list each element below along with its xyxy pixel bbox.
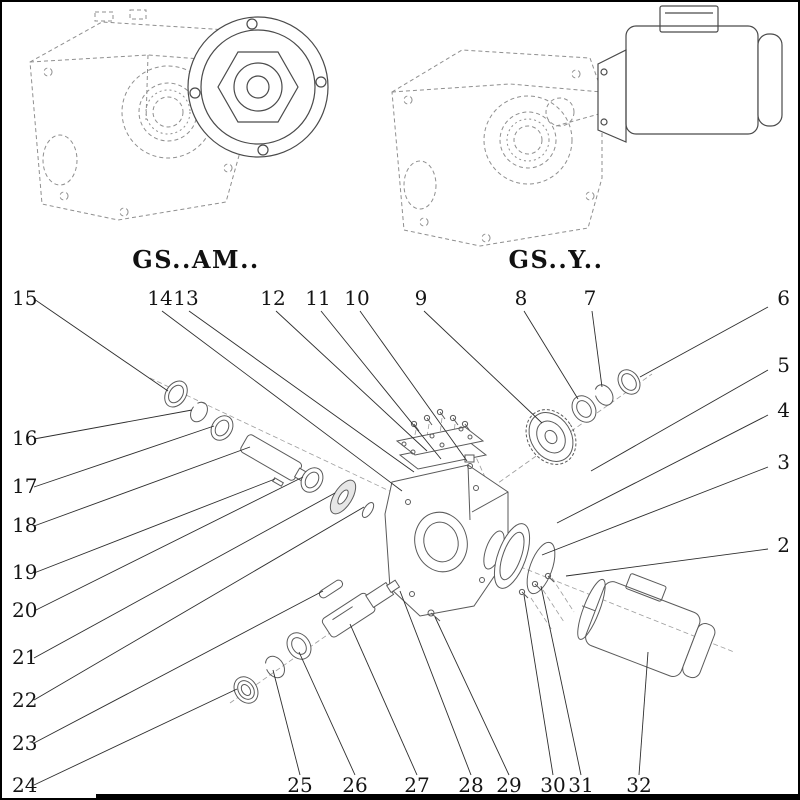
- leader-line-10: [359, 310, 468, 462]
- callout-2: 2: [777, 533, 790, 557]
- leader-line-4: [556, 414, 769, 524]
- callout-20: 20: [12, 598, 37, 622]
- bottom-edge-bar: [96, 794, 800, 800]
- o-ring-large: [526, 541, 556, 595]
- circlip-input: [190, 401, 208, 423]
- callout-29: 29: [496, 773, 521, 797]
- housing-cover-plate: [395, 426, 485, 456]
- leader-line-24: [33, 688, 238, 786]
- shaft-key: [318, 579, 344, 599]
- callout-15: 15: [12, 286, 37, 310]
- leader-line-31: [540, 585, 582, 776]
- leader-line-8: [523, 310, 579, 400]
- helical-gear: [525, 409, 577, 465]
- oil-seal-shaft: [233, 676, 259, 704]
- leader-line-9: [423, 310, 543, 424]
- output-shaft: [321, 579, 401, 638]
- callout-7: 7: [584, 286, 597, 310]
- leader-line-2: [565, 548, 769, 577]
- leader-line-19: [33, 478, 276, 574]
- bearing-input-front: [210, 415, 234, 441]
- leader-line-12: [275, 310, 428, 452]
- electric-motor: [577, 573, 716, 679]
- callout-30: 30: [540, 773, 565, 797]
- leader-line-6: [639, 306, 769, 378]
- leader-line-15: [33, 298, 169, 392]
- o-ring-small: [361, 501, 375, 519]
- leader-line-25: [272, 669, 301, 776]
- leader-line-28: [399, 590, 472, 776]
- leader-line-23: [33, 590, 324, 744]
- callout-24: 24: [12, 773, 37, 797]
- callout-3: 3: [777, 450, 790, 474]
- leader-line-27: [349, 623, 418, 776]
- motor-adapter-flange: [493, 523, 531, 589]
- circlip-output: [594, 384, 614, 406]
- leader-line-21: [33, 492, 336, 659]
- gs-am-output-flange: [187, 16, 329, 158]
- callout-16: 16: [12, 426, 37, 450]
- leader-line-3: [541, 466, 769, 556]
- bearing-input-rear: [300, 467, 324, 493]
- callout-27: 27: [404, 773, 429, 797]
- leader-line-22: [33, 506, 365, 701]
- leader-line-26: [298, 651, 356, 776]
- callout-8: 8: [515, 286, 528, 310]
- bearing-output: [571, 395, 597, 423]
- cover-screws: [410, 408, 471, 432]
- callout-21: 21: [12, 645, 37, 669]
- callout-31: 31: [568, 773, 593, 797]
- leader-line-32: [638, 651, 649, 776]
- leader-line-11: [320, 310, 442, 460]
- retaining-ring: [617, 369, 641, 395]
- callout-32: 32: [626, 773, 651, 797]
- callout-14: 14: [147, 286, 172, 310]
- model-label-gs-y: GS..Y..: [509, 245, 604, 274]
- leader-line-20: [33, 476, 304, 612]
- bearing-shaft: [286, 632, 312, 660]
- drain-bolt: [427, 609, 441, 622]
- leader-line-7: [591, 310, 603, 388]
- callout-18: 18: [12, 513, 37, 537]
- callout-25: 25: [287, 773, 312, 797]
- leader-line-17: [33, 425, 215, 488]
- model-label-gs-am: GS..AM..: [132, 245, 260, 274]
- callout-12: 12: [260, 286, 285, 310]
- leader-line-29: [434, 616, 510, 776]
- callout-17: 17: [12, 474, 37, 498]
- callout-23: 23: [12, 731, 37, 755]
- leader-line-5: [590, 369, 769, 472]
- leader-line-16: [33, 409, 193, 440]
- callout-13: 13: [173, 286, 198, 310]
- callout-28: 28: [458, 773, 483, 797]
- callout-10: 10: [344, 286, 369, 310]
- leader-line-30: [523, 594, 554, 776]
- oil-seal-input: [164, 380, 188, 408]
- callout-19: 19: [12, 560, 37, 584]
- leader-line-13: [188, 310, 415, 473]
- leader-line-18: [33, 446, 251, 527]
- shim-disc: [329, 479, 357, 515]
- circlip-shaft: [265, 655, 285, 679]
- flange-screws: [518, 572, 555, 599]
- callout-22: 22: [12, 688, 37, 712]
- gs-y-motor: [597, 5, 783, 143]
- callout-5: 5: [777, 353, 790, 377]
- gear-housing: [384, 464, 509, 617]
- gs-y-gearbox-sketch: [391, 49, 607, 247]
- leader-line-14: [161, 310, 403, 492]
- callout-6: 6: [777, 286, 790, 310]
- callout-11: 11: [305, 286, 330, 310]
- callout-9: 9: [415, 286, 428, 310]
- callout-4: 4: [777, 398, 790, 422]
- callout-26: 26: [342, 773, 367, 797]
